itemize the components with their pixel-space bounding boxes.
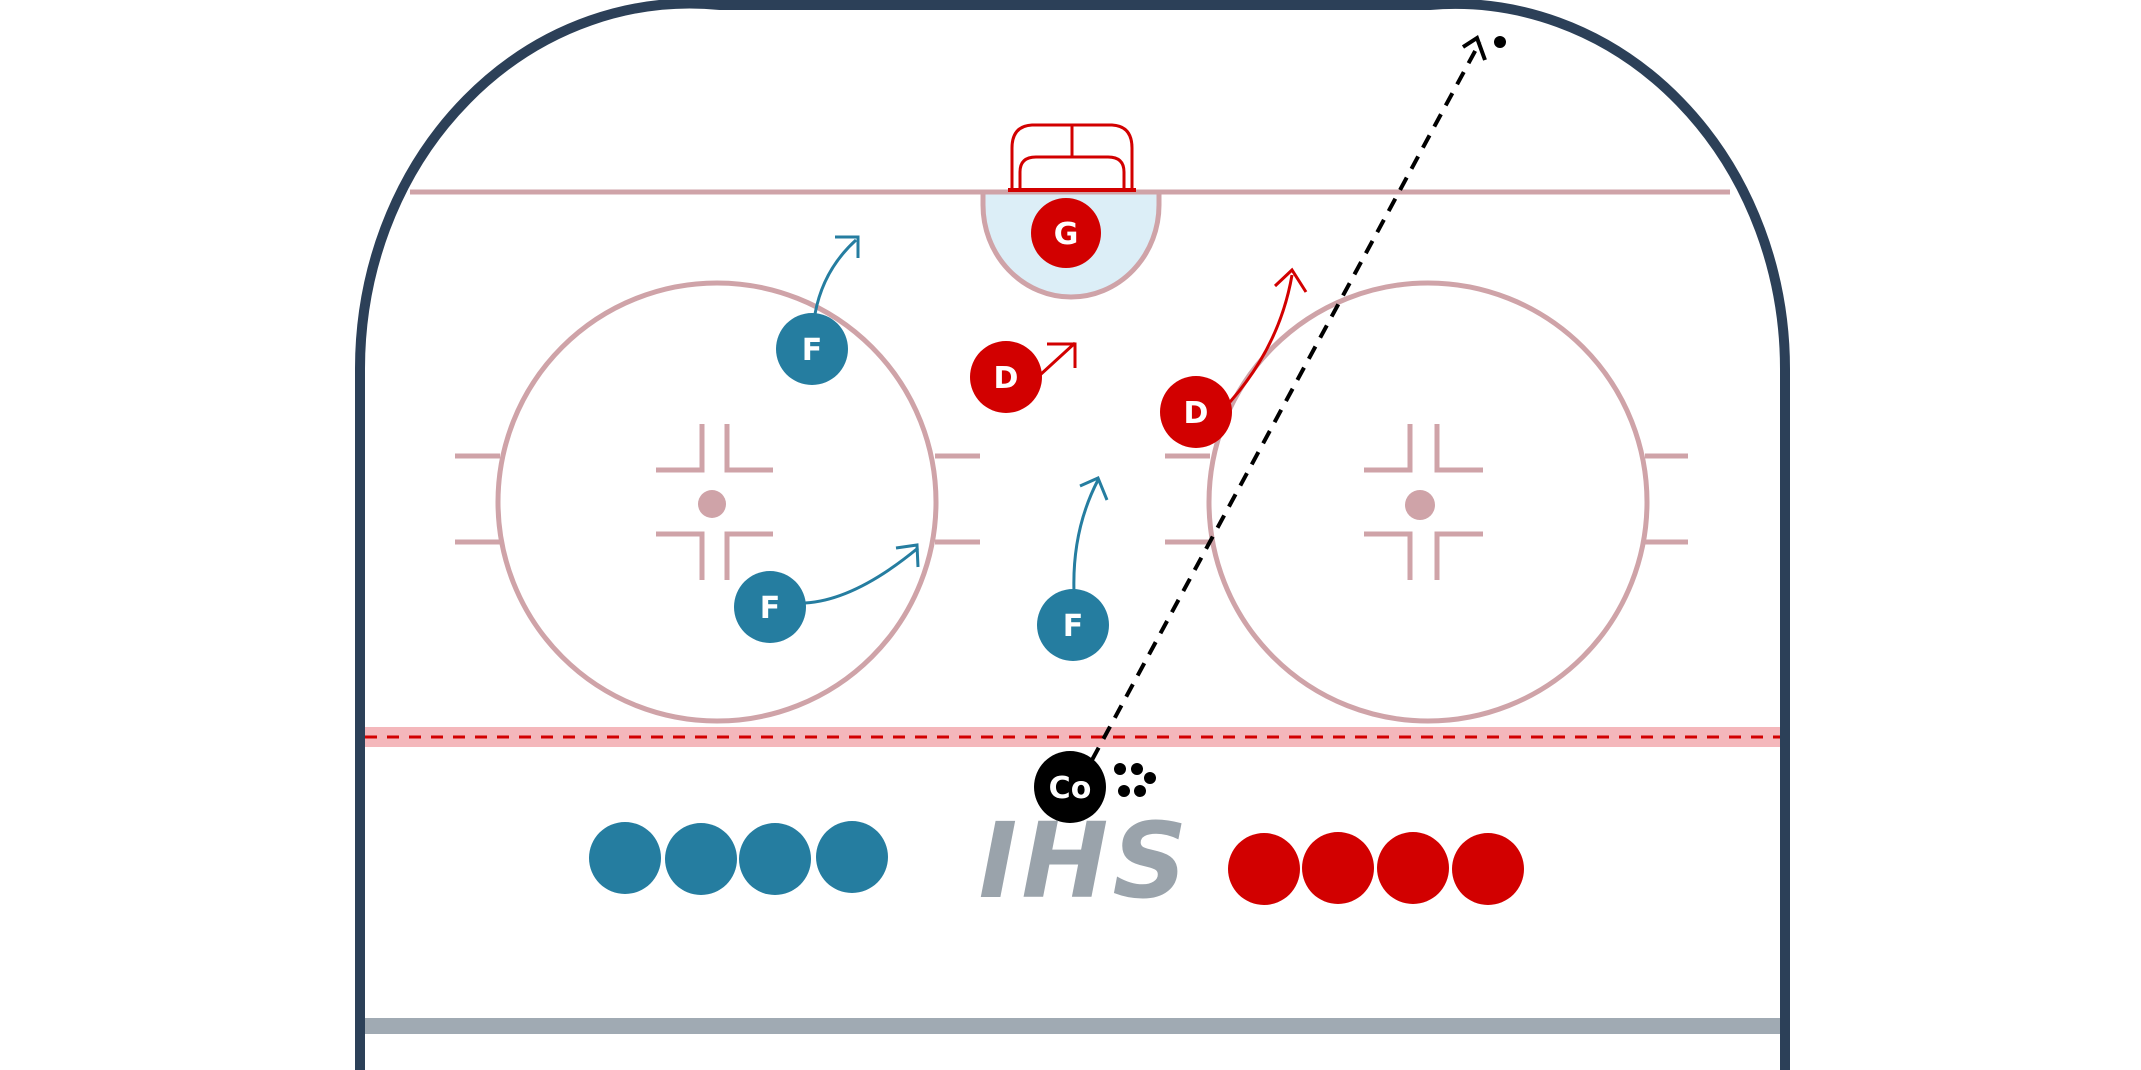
svg-text:IHS: IHS <box>979 800 1192 922</box>
queue-player <box>1302 832 1374 904</box>
player-coach: Co <box>1034 751 1106 823</box>
skate-path-forward-top <box>813 238 858 315</box>
red-arrow-heads <box>1047 267 1308 368</box>
pass-line <box>1090 41 1482 761</box>
left-faceoff-circle <box>455 280 980 724</box>
skate-path-defense-left <box>1038 341 1077 377</box>
player-defense-left: D <box>970 341 1042 413</box>
queue-player <box>1452 833 1524 905</box>
svg-text:F: F <box>1063 609 1084 644</box>
pass-arrow-head <box>1461 34 1487 61</box>
queue-player <box>589 822 661 894</box>
blue-arrow-heads <box>835 235 1109 568</box>
queue-player <box>665 823 737 895</box>
player-forward-center: F <box>1037 589 1109 661</box>
player-forward-top: F <box>776 313 848 385</box>
queue-player <box>1228 833 1300 905</box>
svg-text:F: F <box>802 333 823 368</box>
goal-net-icon <box>1008 123 1136 192</box>
skate-path-forward-bottom-left <box>804 546 919 605</box>
svg-text:D: D <box>994 361 1019 396</box>
blue-skate-paths <box>804 238 1100 605</box>
player-goalie: G <box>1031 198 1101 268</box>
queue-player <box>816 821 888 893</box>
svg-text:Co: Co <box>1049 771 1092 806</box>
svg-text:G: G <box>1054 217 1079 252</box>
svg-text:F: F <box>760 591 781 626</box>
right-faceoff-dot <box>1405 490 1435 520</box>
puck-pile-icon <box>1114 763 1156 797</box>
svg-text:D: D <box>1184 396 1209 431</box>
queue-player <box>1377 832 1449 904</box>
ihs-logo: IHS <box>979 800 1192 922</box>
far-line <box>365 1018 1780 1034</box>
skate-path-forward-center <box>1072 479 1100 593</box>
pass-target-dot <box>1494 36 1506 48</box>
blue-team-queue <box>589 821 888 895</box>
queue-player <box>739 823 811 895</box>
rink-boards <box>354 0 1791 1070</box>
skate-path-defense-right <box>1228 274 1294 403</box>
left-faceoff-dot <box>698 490 726 518</box>
player-defense-right: D <box>1160 376 1232 448</box>
red-skate-paths <box>1038 274 1294 403</box>
red-team-queue <box>1228 832 1524 905</box>
right-faceoff-circle <box>1165 280 1688 724</box>
player-forward-bottom-left: F <box>734 571 806 643</box>
